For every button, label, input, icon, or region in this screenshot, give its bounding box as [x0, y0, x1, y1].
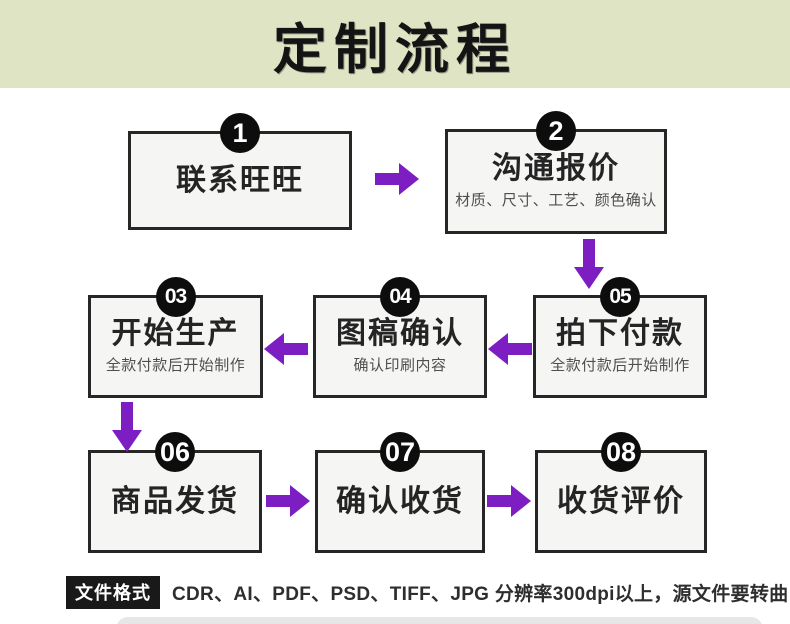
- step-box-quote: 2 沟通报价 材质、尺寸、工艺、颜色确认: [445, 111, 667, 234]
- step-title: 图稿确认: [336, 316, 464, 350]
- header-band: 定制流程: [0, 0, 790, 88]
- step-box-payment: 05 拍下付款 全款付款后开始制作: [533, 277, 707, 398]
- arrow-head: [290, 485, 310, 517]
- step-subtitle: 全款付款后开始制作: [105, 357, 246, 375]
- arrow-shaft: [121, 402, 133, 431]
- step-title: 确认收货: [336, 484, 464, 518]
- step-subtitle: 材质、尺寸、工艺、颜色确认: [455, 192, 657, 210]
- arrow-right-icon: [375, 163, 419, 195]
- step-box-review: 08 收货评价: [535, 432, 707, 553]
- step-box-shipping: 06 商品发货: [88, 432, 262, 553]
- arrow-head: [399, 163, 419, 195]
- step-title: 拍下付款: [556, 316, 684, 350]
- next-section-edge: [116, 617, 763, 624]
- step-number-badge: 05: [600, 277, 640, 317]
- step-subtitle: 全款付款后开始制作: [550, 357, 690, 375]
- step-title: 商品发货: [111, 484, 239, 518]
- step-subtitle: 确认印刷内容: [353, 357, 447, 375]
- arrow-shaft: [583, 239, 595, 268]
- arrow-left-icon: [488, 333, 532, 365]
- arrow-down-icon: [574, 239, 604, 289]
- arrow-shaft: [375, 173, 401, 185]
- step-number-badge: 1: [220, 113, 260, 153]
- step-title: 开始生产: [111, 316, 240, 350]
- arrow-shaft: [506, 343, 532, 355]
- step-box-contact: 1 联系旺旺: [128, 113, 352, 230]
- step-box-confirm-receipt: 07 确认收货: [315, 432, 485, 553]
- step-title: 收货评价: [557, 484, 685, 518]
- step-box-artwork-confirm: 04 图稿确认 确认印刷内容: [313, 277, 487, 398]
- step-title: 联系旺旺: [176, 163, 304, 197]
- step-number-badge: 07: [380, 432, 420, 472]
- arrow-head: [264, 333, 284, 365]
- file-format-note: 文件格式 CDR、AI、PDF、PSD、TIFF、JPG 分辨率300dpi以上…: [66, 576, 788, 609]
- arrow-shaft: [282, 343, 308, 355]
- step-title: 沟通报价: [492, 151, 620, 185]
- step-box-production: 03 开始生产 全款付款后开始制作: [88, 277, 263, 398]
- arrow-right-icon: [487, 485, 531, 517]
- arrow-shaft: [266, 495, 292, 507]
- arrow-down-icon: [112, 402, 142, 452]
- arrow-head: [112, 430, 142, 452]
- step-number-badge: 06: [155, 432, 195, 472]
- step-number-badge: 2: [536, 111, 576, 151]
- arrow-right-icon: [266, 485, 310, 517]
- file-format-label: 文件格式: [66, 576, 160, 609]
- arrow-head: [574, 267, 604, 289]
- arrow-head: [511, 485, 531, 517]
- step-number-badge: 03: [155, 277, 196, 317]
- arrow-left-icon: [264, 333, 308, 365]
- page-title: 定制流程: [273, 19, 517, 80]
- step-number-badge: 04: [380, 277, 420, 317]
- file-format-text: CDR、AI、PDF、PSD、TIFF、JPG 分辨率300dpi以上，源文件要…: [172, 584, 789, 605]
- step-number-badge: 08: [601, 432, 641, 472]
- arrow-head: [488, 333, 508, 365]
- arrow-shaft: [487, 495, 513, 507]
